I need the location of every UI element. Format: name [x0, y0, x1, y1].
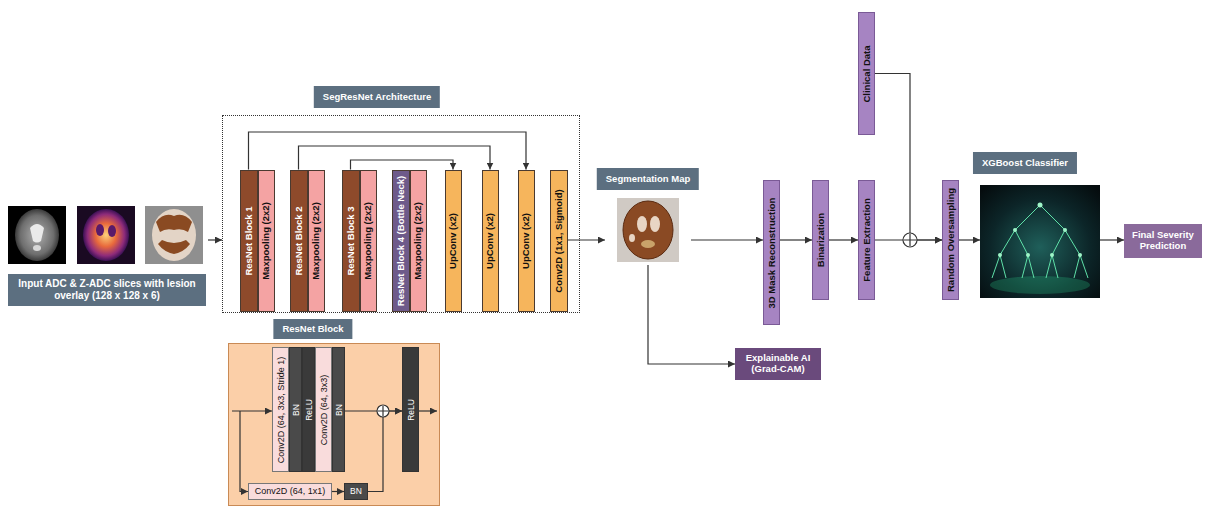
flow-arrow [875, 74, 942, 241]
flow-arrow [648, 265, 735, 364]
layer-block: Binarization [812, 180, 829, 300]
block-label: Clinical Data [862, 45, 872, 102]
layer-block: Feature Extraction [858, 180, 875, 300]
box-label: Conv2D (64, 1x1) [255, 486, 326, 496]
layer-block: Conv2D (64, 3x3, Stride 1) [272, 347, 289, 472]
flow-arrow [691, 239, 763, 240]
sum-symbol [903, 233, 917, 247]
flow-arrow [1100, 239, 1124, 240]
box-label: Final Severity Prediction [1127, 230, 1199, 252]
block-label: UpConv (x2) [485, 213, 495, 269]
flow-arrow [829, 239, 858, 240]
resnet-block-panel-fill [228, 343, 440, 506]
block-label: Maxpooling (2x2) [363, 202, 373, 280]
box-label: BN [350, 487, 362, 497]
box-label: Explainable AI (Grad-CAM) [738, 353, 818, 375]
block-label: UpConv (x2) [521, 213, 531, 269]
heading-label: SegResNet Architecture [314, 86, 440, 108]
conv-box: Conv2D (64, 1x1) [248, 483, 332, 500]
layer-block: Maxpooling (2x2) [258, 170, 275, 312]
layer-block: Maxpooling (2x2) [360, 170, 377, 312]
classifier-group: XGBoost Classifier [980, 152, 1100, 300]
block-label: Maxpooling (2x2) [311, 202, 321, 280]
layer-block: UpConv (x2) [518, 170, 535, 312]
architecture-container: SegResNet ArchitectureResNet Block 1Maxp… [222, 115, 580, 313]
block-label: UpConv (x2) [448, 213, 458, 269]
layer-block: 3D Mask Reconstruction [763, 180, 780, 325]
flow-arrow [368, 411, 402, 492]
flow-arrow [249, 132, 527, 170]
heading-label: Segmentation Map [597, 168, 699, 190]
layer-block: Conv2D (1x1, Sigmoid) [550, 170, 568, 312]
block-label: Conv2D (64, 3x3) [319, 374, 328, 445]
sum-symbol [377, 405, 389, 417]
flow-arrow [568, 239, 606, 240]
layer-block: UpConv (x2) [445, 170, 462, 312]
block-label: ResNet Block 4 (Bottle Neck) [396, 175, 406, 305]
resnet-block-panel: ResNet BlockConv2D (64, 3x3, Stride 1)BN… [228, 343, 440, 506]
layer-block: ResNet Block 3 [342, 170, 360, 312]
norm-box: BN [344, 483, 368, 500]
layer-block: ResNet Block 2 [290, 170, 308, 312]
flow-arrow [332, 491, 344, 492]
layer-block: UpConv (x2) [482, 170, 499, 312]
flow-arrow [299, 146, 491, 170]
block-label: ReLU [406, 399, 415, 421]
layer-block: Conv2D (64, 3x3) [315, 347, 332, 472]
layer-block: ResNet Block 4 (Bottle Neck) [392, 170, 410, 312]
block-label: ResNet Block 3 [346, 206, 356, 275]
layer-block: ReLU [302, 347, 315, 472]
layer-block: BN [289, 347, 302, 472]
block-label: Conv2D (64, 3x3, Stride 1) [276, 356, 285, 463]
segmentation-map-image [617, 198, 679, 262]
flow-arrow [959, 239, 980, 240]
layer-block: Random Oversampling [942, 180, 959, 300]
output-box: Final Severity Prediction [1124, 224, 1202, 258]
segmentation-group: Segmentation Map [605, 168, 691, 265]
layer-block: Maxpooling (2x2) [308, 170, 325, 312]
lesion-overlay-image [145, 206, 203, 264]
block-label: 3D Mask Reconstruction [767, 197, 777, 308]
flow-arrow [208, 239, 222, 240]
block-label: Conv2D (1x1, Sigmoid) [554, 189, 564, 292]
block-label: Maxpooling (2x2) [261, 202, 271, 280]
heading-label: ResNet Block [273, 319, 352, 339]
block-label: BN [291, 404, 300, 416]
layer-block: Clinical Data [858, 12, 875, 135]
block-label: BN [334, 404, 343, 416]
adc-slice-image [8, 206, 66, 264]
input-group: Input ADC & Z-ADC slices with lesion ove… [6, 196, 208, 318]
flow-arrow [351, 160, 454, 170]
input-caption: Input ADC & Z-ADC slices with lesion ove… [8, 274, 206, 306]
layer-block: ResNet Block 1 [240, 170, 258, 312]
xgboost-tree-image [980, 185, 1100, 298]
heading-label: XGBoost Classifier [973, 152, 1077, 174]
layer-block: Maxpooling (2x2) [410, 170, 427, 312]
flow-arrow [780, 239, 812, 240]
block-label: ResNet Block 1 [244, 206, 254, 275]
block-label: Feature Extraction [862, 198, 872, 281]
layer-block: ReLU [402, 347, 419, 472]
block-label: Maxpooling (2x2) [413, 202, 423, 280]
z-adc-slice-image [77, 206, 135, 264]
block-label: ReLU [304, 399, 313, 421]
block-label: Random Oversampling [946, 188, 956, 292]
block-label: Binarization [816, 213, 826, 267]
layer-block: BN [332, 347, 345, 472]
process-box: Explainable AI (Grad-CAM) [735, 348, 821, 380]
block-label: ResNet Block 2 [294, 206, 304, 275]
